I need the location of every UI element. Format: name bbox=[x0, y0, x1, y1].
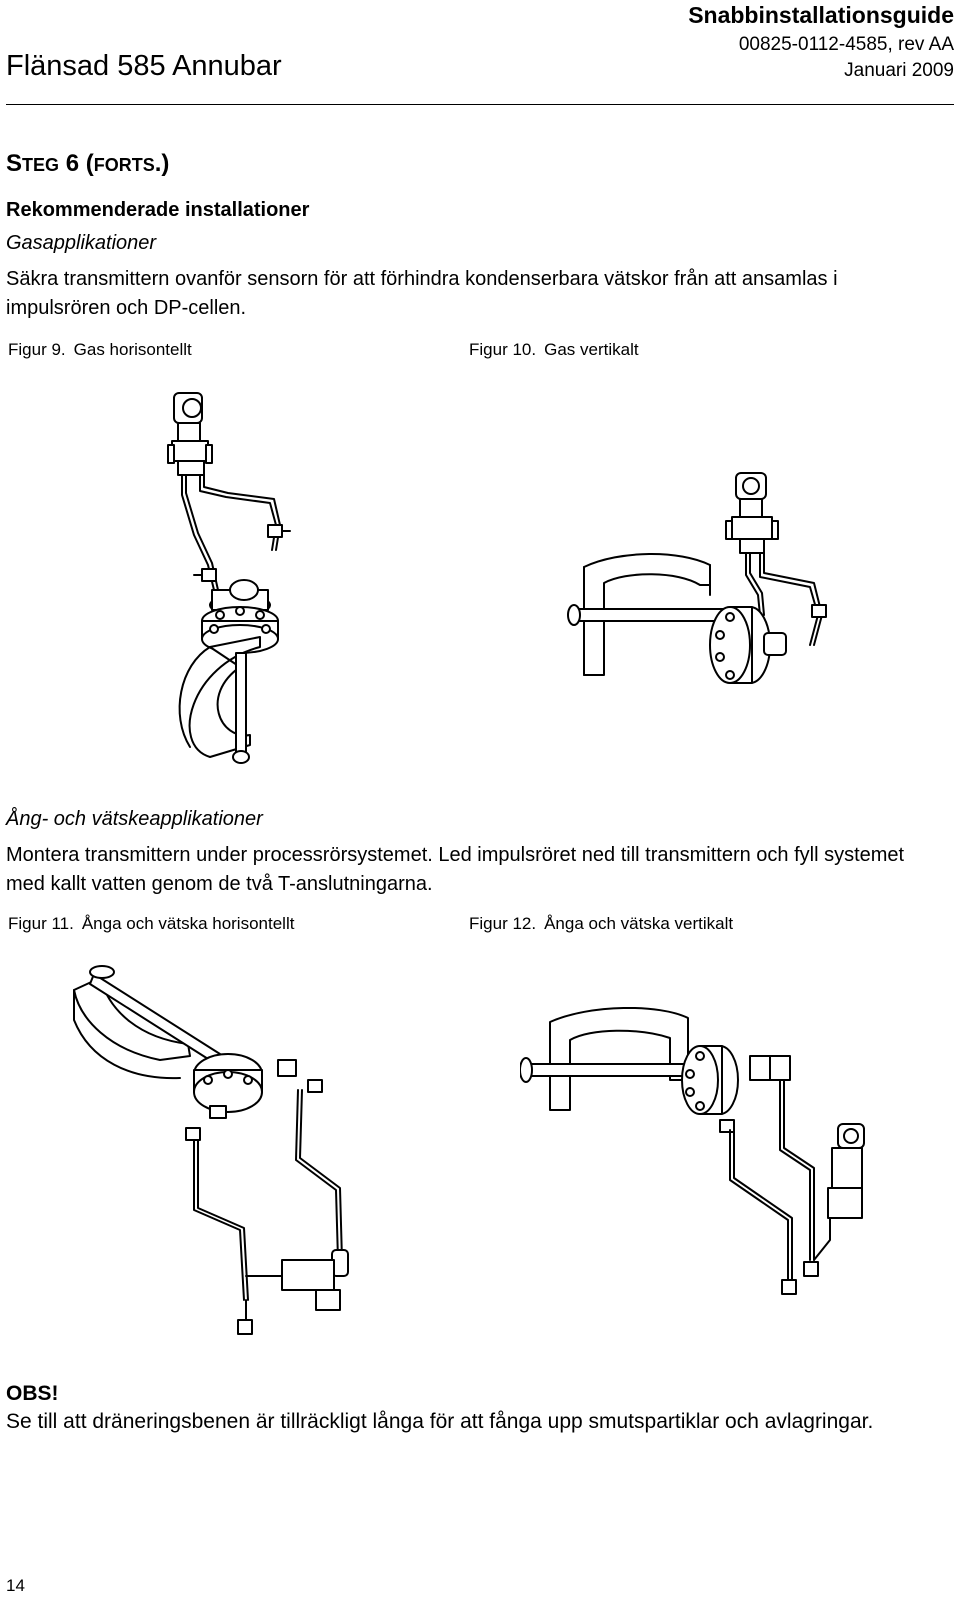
gas-paragraph: Säkra transmittern ovanför sensorn för a… bbox=[6, 268, 838, 319]
document-number: 00825-0112-4585, rev AA bbox=[738, 34, 954, 55]
step-heading: STEG 6 (FORTS.) bbox=[6, 150, 170, 177]
section-title: Rekommenderade installationer bbox=[6, 199, 310, 221]
header-divider bbox=[6, 104, 954, 105]
steam-liquid-horizontal-installation-drawing bbox=[70, 960, 350, 1355]
note-text: Se till att dräneringsbenen är tillräckl… bbox=[6, 1410, 874, 1433]
document-date: Januari 2009 bbox=[844, 60, 954, 81]
guide-title: Snabbinstallationsguide bbox=[688, 2, 954, 28]
product-title: Flänsad 585 Annubar bbox=[6, 50, 282, 82]
note-title: OBS! bbox=[6, 1382, 59, 1405]
steam-heading: Ång- och vätskeapplikationer bbox=[6, 808, 263, 830]
figure-12-caption: Figur 12.Ånga och vätska vertikalt bbox=[469, 914, 734, 933]
figure-11-caption: Figur 11.Ånga och vätska horisontellt bbox=[8, 914, 295, 933]
figure-9-caption: Figur 9.Gas horisontellt bbox=[8, 340, 192, 359]
gas-horizontal-installation-drawing bbox=[150, 385, 310, 780]
steam-liquid-vertical-installation-drawing bbox=[520, 1000, 870, 1320]
gas-vertical-installation-drawing bbox=[560, 465, 850, 700]
figure-10-caption: Figur 10.Gas vertikalt bbox=[469, 340, 639, 359]
gas-heading: Gasapplikationer bbox=[6, 232, 157, 254]
page-number: 14 bbox=[6, 1576, 25, 1595]
steam-paragraph: Montera transmittern under processrörsys… bbox=[6, 844, 905, 895]
